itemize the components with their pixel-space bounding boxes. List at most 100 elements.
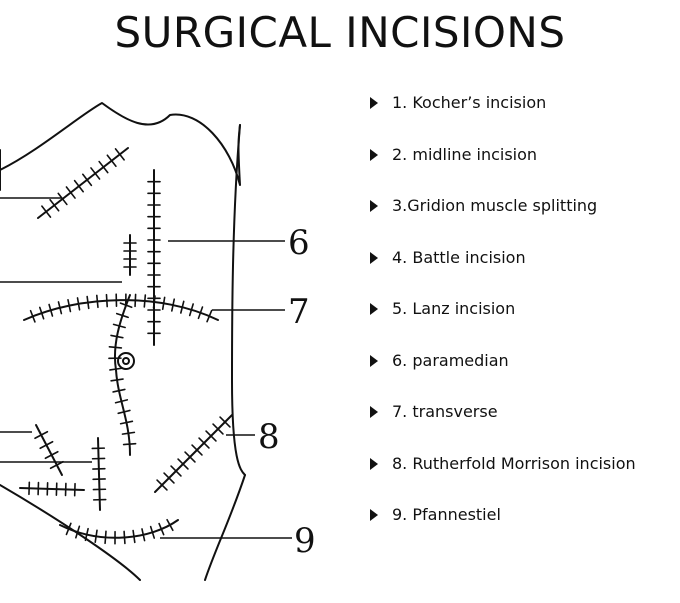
legend-item: 5. Lanz incision (370, 299, 675, 351)
label-7: 7 (288, 292, 310, 332)
midline-curve (114, 294, 131, 456)
stitch-tick (110, 334, 124, 339)
stitch-tick (57, 192, 68, 206)
stitch-tick (112, 388, 126, 393)
legend-item: 3.Gridion muscle splitting (370, 196, 675, 248)
stitch-tick (41, 205, 52, 218)
stitch-tick (156, 479, 168, 491)
stitch-tick (198, 437, 210, 449)
stitch-tick (65, 522, 72, 536)
stitch-tick (98, 160, 109, 174)
stitch-tick (152, 295, 156, 309)
stitch-tick (34, 430, 49, 440)
stitch-tick (75, 525, 81, 539)
stitch-tick (104, 530, 107, 545)
stitch-tick (90, 167, 101, 180)
pfannenstiel-incision (59, 519, 179, 539)
bullet-icon (370, 148, 378, 161)
stitch-tick (57, 301, 63, 315)
stitch-tick (65, 186, 76, 199)
incision-legend: 1. Kocher’s incision 2. midline incision… (370, 93, 675, 557)
stitch-tick (106, 154, 117, 168)
stitch-tick (122, 442, 137, 446)
gridiron-incision (35, 424, 63, 476)
legend-item: 2. midline incision (370, 145, 675, 197)
stitch-tick (86, 295, 90, 310)
legend-item-label: 5. Lanz incision (392, 299, 516, 318)
stitch-tick (73, 179, 85, 193)
stitch-tick (105, 293, 109, 308)
page-title: SURGICAL INCISIONS (114, 8, 566, 57)
stitch-tick (49, 198, 60, 212)
stitch-tick (95, 294, 99, 309)
stitch-tick (108, 345, 123, 349)
stitch-tick (191, 444, 203, 456)
neck-chest-outline (0, 102, 241, 186)
stitch-marks (28, 148, 231, 545)
label-8: 8 (258, 417, 280, 457)
stitch-tick (219, 416, 231, 428)
lanz-incision (19, 487, 85, 491)
bullet-icon (370, 406, 378, 418)
legend-item-label: 4. Battle incision (392, 247, 526, 267)
legend-item-label: 3.Gridion muscle splitting (392, 196, 598, 215)
battle-incision (97, 437, 101, 511)
bullet-icon (370, 509, 378, 521)
legend-item: 4. Battle incision (370, 248, 675, 300)
transverse-incision (23, 299, 219, 321)
stitch-tick (184, 451, 196, 463)
stitch-tick (29, 309, 36, 323)
stitch-tick (197, 306, 204, 320)
bullet-icon (370, 354, 378, 367)
legend-item: 8. Rutherfold Morrison incision (370, 454, 675, 506)
stitch-tick (205, 430, 217, 442)
stitch-tick (134, 293, 137, 308)
stitch-tick (170, 465, 182, 477)
stitch-tick (44, 450, 59, 460)
stitch-tick (114, 148, 125, 161)
hip-line-right (204, 474, 246, 581)
stitch-tick (76, 297, 81, 311)
stitch-tick (117, 409, 131, 415)
legend-item: 1. Kocher’s incision (370, 93, 675, 145)
stitch-tick (112, 323, 126, 329)
legend-item: 7. transverse (370, 402, 675, 454)
legend-item-label: 9. Pfannestiel (392, 505, 501, 524)
stitch-tick (161, 296, 166, 311)
hip-line-left (0, 484, 141, 581)
stitch-tick (143, 294, 147, 308)
bullet-icon (370, 97, 378, 109)
stitch-tick (206, 309, 213, 323)
stitch-tick (123, 530, 126, 545)
kocher-incision (37, 147, 129, 219)
bullet-icon (370, 200, 378, 212)
stitch-tick (119, 420, 134, 425)
bullet-icon (370, 457, 378, 470)
legend-item: 9. Pfannestiel (370, 505, 675, 557)
stitch-tick (115, 312, 129, 319)
stitch-tick (114, 399, 129, 404)
label-6: 6 (288, 223, 310, 263)
stitch-tick (110, 378, 124, 382)
stitch-tick (171, 298, 176, 312)
stitch-tick (81, 173, 93, 187)
stitch-tick (84, 527, 89, 542)
umbilicus (117, 352, 135, 370)
stitch-tick (177, 458, 189, 470)
right-torso-edge (231, 124, 246, 476)
stitch-tick (180, 300, 185, 314)
stitch-tick (121, 431, 136, 435)
stitch-tick (212, 423, 224, 435)
stitch-tick (49, 460, 64, 470)
stitch-tick (94, 529, 98, 544)
legend-item: 6. paramedian (370, 351, 675, 403)
stitch-tick (48, 303, 54, 317)
stitch-tick (141, 528, 146, 542)
rutherford-morrison-incision (154, 414, 233, 493)
bullet-icon (370, 303, 378, 315)
stitch-tick (158, 522, 165, 536)
label-9: 9 (294, 521, 316, 561)
stitch-tick (38, 306, 45, 320)
stitch-tick (149, 525, 156, 539)
